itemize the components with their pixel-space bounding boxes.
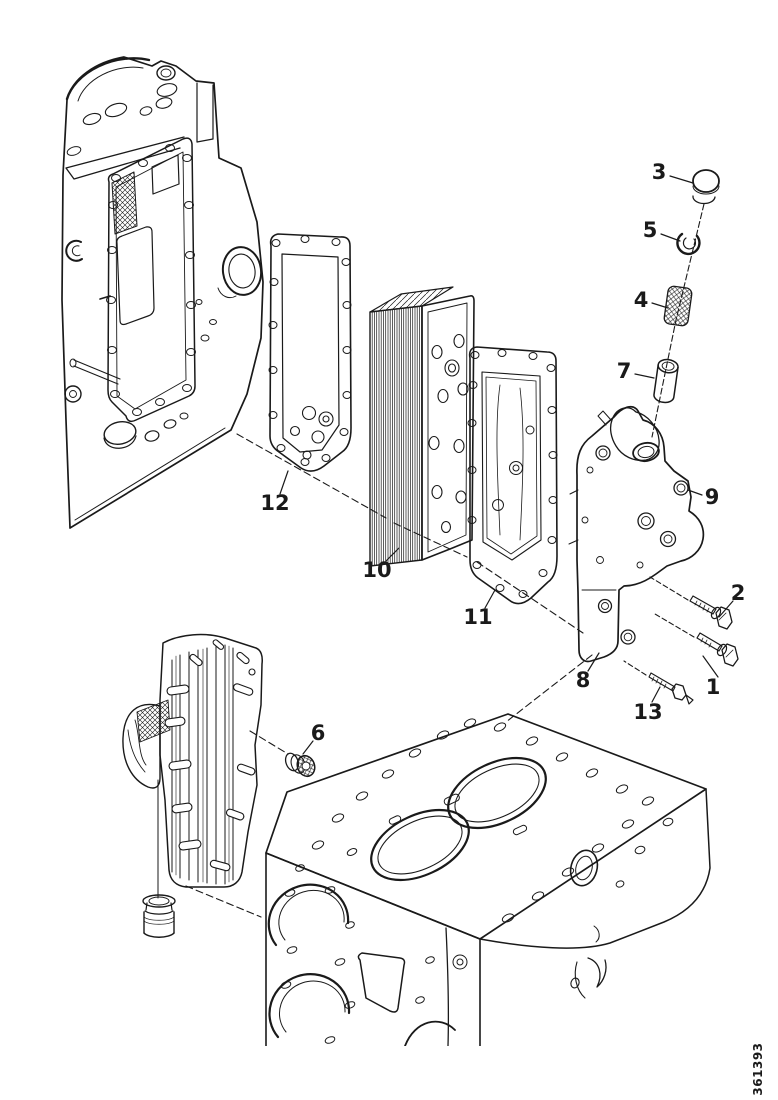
cover-nuts xyxy=(595,445,689,645)
callout-4-leader xyxy=(651,302,669,309)
valve-cap-3 xyxy=(692,169,720,205)
engine-block-upper xyxy=(61,56,264,529)
callout-6-leader xyxy=(302,740,314,755)
crank-arc-2 xyxy=(268,973,351,1039)
assembled-oil-cooler xyxy=(122,633,316,938)
callout-2-label: 2 xyxy=(731,581,746,605)
callout-1-label: 1 xyxy=(706,675,721,699)
oil-cooler-cover-8 xyxy=(568,405,705,663)
callout-11-label: 11 xyxy=(463,605,492,629)
gasket-12 xyxy=(268,233,352,472)
side-boss xyxy=(569,849,599,887)
callout-6-label: 6 xyxy=(311,721,326,745)
callout-12-label: 12 xyxy=(260,491,289,515)
slot-opening xyxy=(151,154,180,195)
front-window xyxy=(357,952,406,1013)
engine-block-lower xyxy=(265,713,711,1046)
snap-ring-left xyxy=(65,239,83,262)
bolt-2 xyxy=(689,595,733,630)
figure-id-number: 361393 xyxy=(751,1042,765,1095)
callout-9-leader xyxy=(687,489,703,496)
washer-left xyxy=(64,385,82,403)
callout-10-leader xyxy=(385,547,400,562)
hatched-window xyxy=(111,171,138,235)
side-port-rings xyxy=(217,246,263,299)
bolt-1 xyxy=(696,632,739,667)
callout-9-label: 9 xyxy=(705,485,720,509)
sensor-plug-6 xyxy=(284,752,316,778)
callout-3-label: 3 xyxy=(652,160,667,184)
cylinder-bore-2 xyxy=(370,808,470,882)
cylinder-bore-1 xyxy=(447,756,547,830)
stud-13 xyxy=(648,672,694,705)
valve-plunger-7 xyxy=(653,358,679,404)
spring-4 xyxy=(663,285,693,327)
callout-7-label: 7 xyxy=(617,359,632,383)
callout-11-leader xyxy=(484,589,496,609)
callout-5-leader xyxy=(660,233,681,242)
valve-port xyxy=(632,441,660,463)
deck-holes xyxy=(311,718,655,923)
relief-valve-dome xyxy=(609,407,660,462)
callout-10-label: 10 xyxy=(362,558,391,582)
callout-12-leader xyxy=(279,470,289,495)
pad-bolt-holes xyxy=(106,144,196,416)
callout-4-label: 4 xyxy=(634,288,649,312)
hatched-area xyxy=(136,699,171,743)
callout-7-leader xyxy=(634,373,655,379)
gasket-plate-11 xyxy=(467,346,558,605)
oil-filter xyxy=(142,894,176,938)
oil-cooler-mounting-pad xyxy=(107,137,196,423)
lower-window xyxy=(116,226,155,326)
callout-5-label: 5 xyxy=(643,218,658,242)
snap-ring-5 xyxy=(676,232,701,256)
plug-cap xyxy=(156,65,176,81)
core-face-plate xyxy=(421,295,475,561)
callout-3-leader xyxy=(669,175,694,184)
tube xyxy=(73,359,121,385)
callout-8-label: 8 xyxy=(576,668,591,692)
callout-8-leader xyxy=(587,652,600,672)
callout-13-leader xyxy=(651,686,661,703)
crank-arc-1 xyxy=(267,883,350,947)
oil-cooler-core-10 xyxy=(369,286,475,567)
nut-9-target xyxy=(673,480,689,496)
core-fin-stack xyxy=(369,305,423,567)
cylinder-bore-arc xyxy=(65,57,151,101)
callout-13-label: 13 xyxy=(633,700,662,724)
callout-1-leader xyxy=(702,655,719,678)
callout-2-leader xyxy=(718,600,734,618)
boss-cylinder xyxy=(103,421,137,445)
